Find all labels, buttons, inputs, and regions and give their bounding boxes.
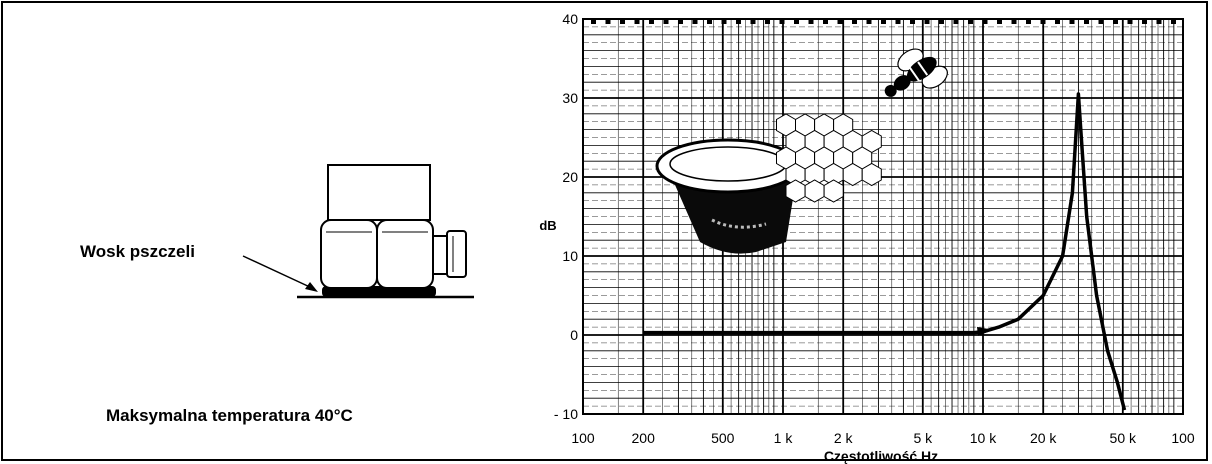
honeycomb-cell: [804, 179, 825, 203]
top-mark: [1069, 20, 1075, 24]
top-mark: [1084, 20, 1089, 24]
y-axis-ticks: - 10 0 10 20 30 40: [554, 11, 578, 422]
x-tick-label: 2 k: [834, 430, 854, 446]
honeycomb-cell: [785, 179, 806, 203]
top-mark: [1171, 20, 1176, 24]
top-mark: [808, 20, 814, 24]
top-mark: [649, 20, 654, 24]
y-tick-label: 30: [562, 90, 578, 106]
top-mark: [939, 20, 944, 24]
sensor-connector: [446, 230, 467, 278]
x-tick-label: 10 k: [970, 430, 997, 446]
plot-border: [582, 18, 1184, 415]
sensor-hex-right: [376, 219, 434, 289]
top-mark: [1142, 20, 1147, 24]
x-tick-label: 500: [711, 430, 735, 446]
top-mark: [1113, 20, 1118, 24]
top-mark: [750, 20, 756, 24]
bee-icon: [884, 48, 948, 97]
top-mark: [910, 20, 915, 24]
top-mark: [1156, 20, 1162, 24]
honeycomb-cell: [861, 162, 882, 187]
top-mark: [663, 20, 669, 24]
y-tick-label: 40: [562, 11, 578, 27]
wax-pot-illustration: [655, 138, 801, 254]
x-tick-label: 20 k: [1030, 430, 1057, 446]
top-mark: [866, 20, 872, 24]
x-tick-label: 100: [571, 430, 595, 446]
top-mark: [852, 20, 857, 24]
honeycomb-cell: [823, 179, 844, 203]
sensor-connector-base: [432, 235, 448, 275]
top-mark: [997, 20, 1002, 24]
top-mark: [634, 20, 640, 24]
top-mark: [1040, 20, 1046, 24]
top-mark: [881, 20, 886, 24]
top-edge-marks: [591, 20, 1176, 24]
sensor-illustration: [297, 164, 474, 299]
top-mark: [1055, 20, 1060, 24]
x-axis-ticks: 100 200 500 1 k 2 k 5 k 10 k 20 k 50 k 100: [571, 430, 1195, 446]
y-tick-label: - 10: [554, 406, 578, 422]
top-mark: [837, 20, 843, 24]
top-mark: [823, 20, 828, 24]
x-tick-label: 200: [632, 430, 656, 446]
max-temperature-note: Maksymalna temperatura 40°C: [106, 406, 353, 425]
beeswax-label: Wosk pszczeli: [80, 242, 195, 261]
top-mark: [721, 20, 727, 24]
x-tick-label: 5 k: [913, 430, 933, 446]
top-mark: [707, 20, 712, 24]
x-axis-label: Częstotliwość Hz: [824, 448, 938, 464]
curve-arrowhead: [977, 326, 993, 336]
wax-layer: [322, 286, 436, 297]
top-mark: [678, 20, 683, 24]
y-axis-label: dB: [539, 218, 556, 233]
honeycomb-illustration: [776, 113, 882, 203]
top-mark: [924, 20, 930, 24]
top-mark: [1098, 20, 1104, 24]
top-mark: [765, 20, 770, 24]
top-mark: [591, 20, 596, 24]
frequency-response-chart: 100 200 500 1 k 2 k 5 k 10 k 20 k 50 k 100 - 10 0 1…: [539, 11, 1195, 464]
y-tick-label: 20: [562, 169, 578, 185]
top-mark: [736, 20, 741, 24]
response-curve: [643, 92, 1127, 411]
top-mark: [779, 20, 785, 24]
x-tick-label: 50 k: [1110, 430, 1137, 446]
top-mark: [794, 20, 799, 24]
top-mark: [1026, 20, 1031, 24]
top-mark: [1011, 20, 1017, 24]
top-mark: [620, 20, 625, 24]
top-mark: [1127, 20, 1133, 24]
top-mark: [692, 20, 698, 24]
top-mark: [605, 20, 611, 24]
sensor-hex-left: [320, 219, 378, 289]
top-mark: [982, 20, 988, 24]
y-tick-label: 10: [562, 248, 578, 264]
x-tick-label: 100: [1171, 430, 1195, 446]
sensor-top: [327, 164, 431, 221]
top-mark: [953, 20, 959, 24]
top-mark: [968, 20, 973, 24]
leader-arrow: [242, 255, 318, 292]
x-tick-label: 1 k: [774, 430, 794, 446]
honeycomb-cell: [842, 162, 863, 187]
top-mark: [895, 20, 901, 24]
y-tick-label: 0: [570, 327, 578, 343]
